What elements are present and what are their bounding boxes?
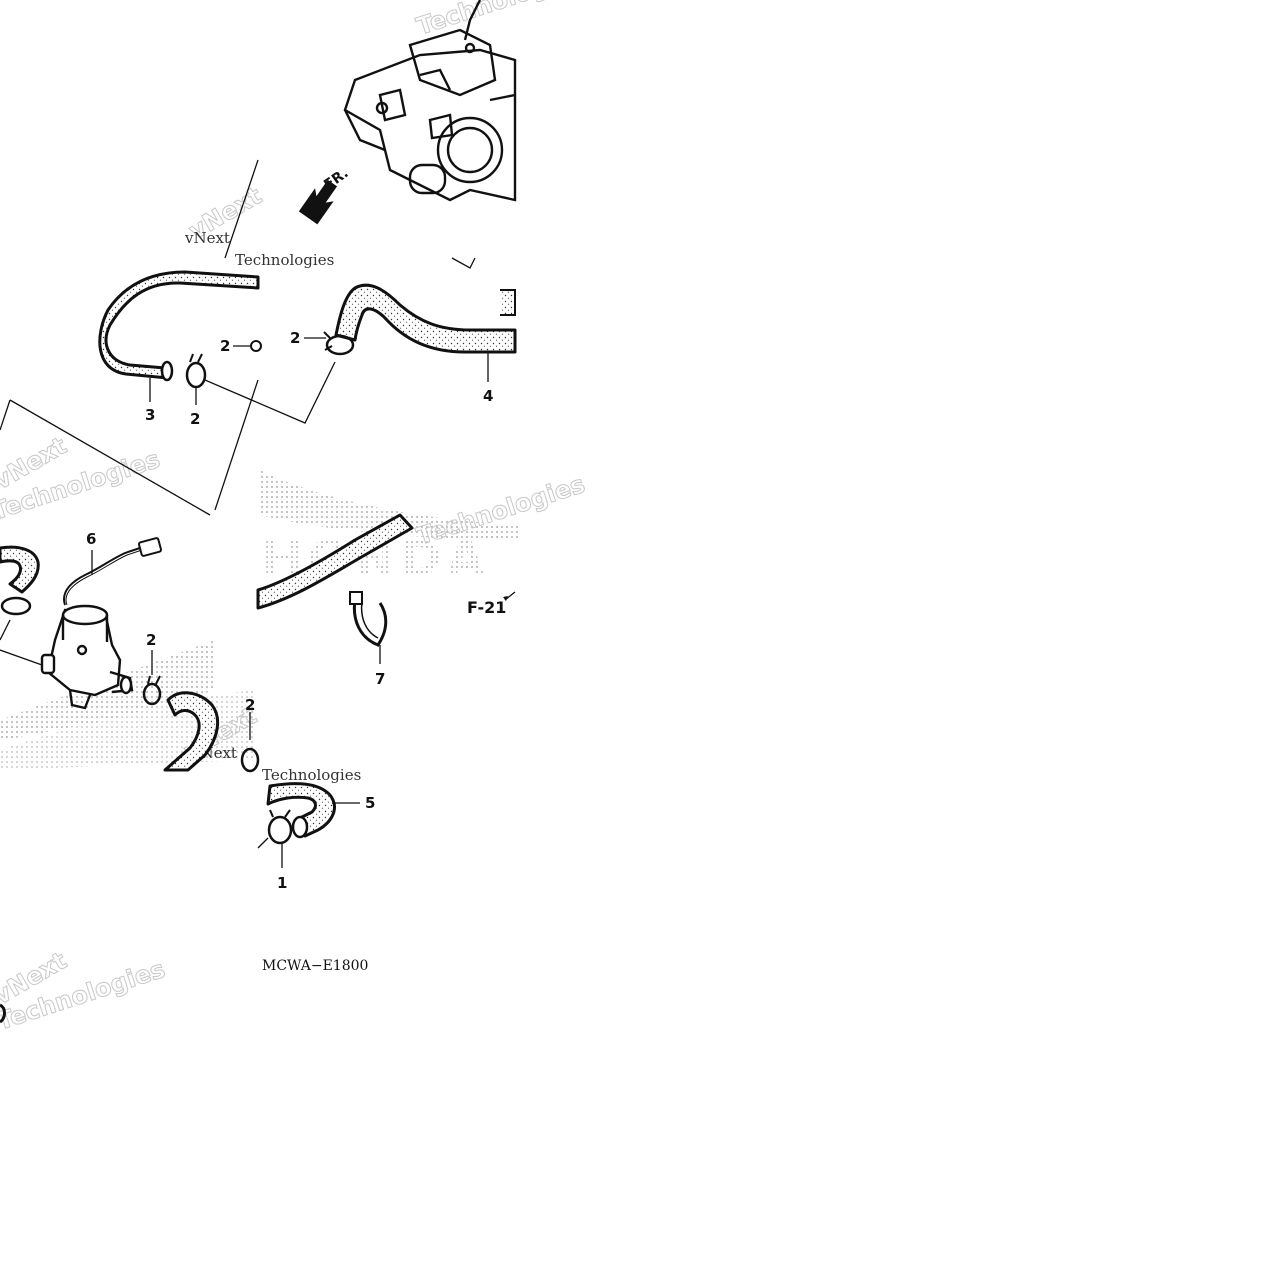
clamp-part-2-d: 2 xyxy=(142,631,162,706)
frame-lines xyxy=(0,379,259,516)
engine-leader-lines xyxy=(224,159,476,269)
drawing-code: MCWA−E1800 xyxy=(262,958,368,974)
callout-5-label: 5 xyxy=(365,794,375,812)
engine-illustration xyxy=(343,0,517,202)
clamp-part-2-a: 2 xyxy=(185,353,207,428)
callout-2-b-label: 2 xyxy=(220,337,230,355)
reference-label: F-21 xyxy=(467,598,506,617)
hose-after-valve xyxy=(163,691,220,772)
watermark-company: Technologies xyxy=(413,0,588,41)
clamp-part-2-e: 2 xyxy=(240,696,260,773)
hose-part-5: 5 xyxy=(266,782,375,839)
reference-f21: F-21 xyxy=(467,591,516,617)
hose-right-middle xyxy=(256,513,414,610)
hose-left-of-valve xyxy=(0,545,43,666)
solenoid-wire xyxy=(63,537,163,606)
watermark-company-caption-2: Technologies xyxy=(262,766,361,784)
watermark-company-caption: Technologies xyxy=(235,251,334,269)
callout-2-b: 2 xyxy=(220,337,262,355)
solenoid-valve-part-6 xyxy=(40,604,134,710)
callout-2-e: 2 xyxy=(245,696,255,714)
callout-2-a: 2 xyxy=(190,410,200,428)
callout-4: 4 xyxy=(483,352,493,405)
callout-3: 3 xyxy=(145,378,155,424)
callout-2-c: 2 xyxy=(290,329,300,347)
front-direction-arrow: FR. xyxy=(298,165,352,225)
connector-line-3-4 xyxy=(204,361,336,424)
callout-6-label: 6 xyxy=(86,530,96,548)
callout-6: 6 xyxy=(86,530,96,575)
hose-part-4 xyxy=(334,283,517,354)
hose-part-3 xyxy=(98,270,260,382)
callout-7-label: 7 xyxy=(375,670,385,688)
watermark-brand-caption: vNext xyxy=(184,229,230,247)
fragment-bottom-left xyxy=(0,1003,6,1024)
callout-2-d: 2 xyxy=(146,631,156,649)
band-part-7: 7 xyxy=(349,591,388,688)
callout-1-label: 1 xyxy=(277,874,287,892)
callout-3-label: 3 xyxy=(145,406,155,424)
clamp-part-1: 1 xyxy=(257,809,293,892)
callout-4-label: 4 xyxy=(483,387,493,405)
clamp-part-2-c: 2 xyxy=(290,329,355,356)
